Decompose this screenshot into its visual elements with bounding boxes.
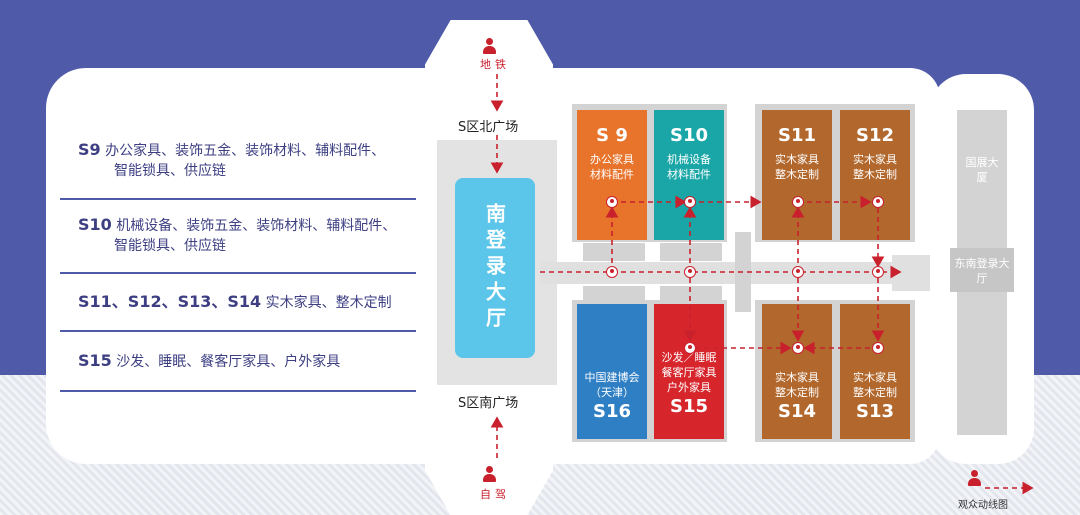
route-node: [792, 196, 804, 208]
hall-s14[interactable]: 实木家具 整木定制 S14: [762, 304, 832, 439]
southeast-lobby-label: 东南登录大厅: [954, 257, 1010, 285]
route-node: [606, 196, 618, 208]
south-lobby: 南登录大厅: [455, 178, 535, 358]
hall-s9[interactable]: S 9 办公家具 材料配件: [577, 110, 647, 240]
legend-item-s10: S10 机械设备、装饰五金、装饰材料、辅料配件、 智能锁具、供应链: [78, 215, 397, 254]
south-plaza-label: S区南广场: [458, 396, 519, 411]
route-node: [792, 266, 804, 278]
hall-s12[interactable]: S12 实木家具 整木定制: [840, 110, 910, 240]
hall-s16[interactable]: 中国建博会 （天津） S16: [577, 304, 647, 439]
route-node: [872, 196, 884, 208]
legend-item-s15: S15 沙发、睡眠、餐客厅家具、户外家具: [78, 351, 341, 370]
route-node: [792, 342, 804, 354]
hall-connector: [583, 286, 645, 302]
route-node: [684, 266, 696, 278]
route-node: [606, 266, 618, 278]
entry-car-label: 自驾: [480, 488, 510, 501]
divider: [60, 390, 416, 392]
person-icon: [482, 466, 496, 482]
divider: [60, 330, 416, 332]
hall-s10[interactable]: S10 机械设备 材料配件: [654, 110, 724, 240]
southeast-lobby[interactable]: [950, 248, 1014, 292]
hall-s15[interactable]: 沙发／睡眠 餐客厅家具 户外家具 S15: [654, 304, 724, 439]
route-node: [872, 266, 884, 278]
hall-s13[interactable]: 实木家具 整木定制 S13: [840, 304, 910, 439]
person-icon: [482, 38, 496, 54]
hall-connector: [583, 243, 645, 261]
person-icon: [967, 470, 981, 486]
tower-label: 国展大厦: [965, 156, 999, 184]
route-node: [872, 342, 884, 354]
divider: [60, 272, 416, 274]
divider: [60, 198, 416, 200]
hall-connector: [660, 286, 722, 302]
legend-item-s11-s14: S11、S12、S13、S14 实木家具、整木定制: [78, 292, 392, 311]
route-node: [684, 342, 696, 354]
main-corridor: [540, 262, 912, 284]
route-node: [684, 196, 696, 208]
hall-connector: [660, 243, 722, 261]
legend-item-s9: S9 办公家具、装饰五金、装饰材料、辅料配件、 智能锁具、供应链: [78, 140, 386, 179]
hall-s11[interactable]: S11 实木家具 整木定制: [762, 110, 832, 240]
entry-metro-label: 地铁: [480, 58, 510, 71]
north-plaza-label: S区北广场: [458, 120, 519, 135]
legend-key-label: 观众动线图: [958, 500, 1008, 511]
